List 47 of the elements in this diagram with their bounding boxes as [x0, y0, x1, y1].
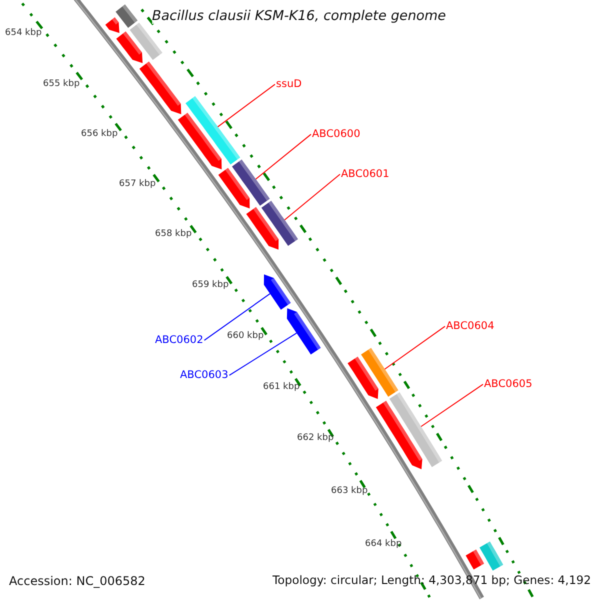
- gene-feature: [376, 400, 422, 470]
- tick-label: 657 kbp: [119, 180, 156, 188]
- gene-block: [116, 4, 138, 28]
- gene-label: ABC0603: [180, 370, 228, 380]
- gene-feature: [246, 207, 279, 250]
- gene-label: ABC0601: [341, 168, 390, 179]
- gene-block: [232, 160, 270, 206]
- tick-label: 658 kbp: [155, 230, 192, 238]
- leader-line: [228, 332, 298, 376]
- gene-feature: [178, 112, 222, 170]
- leader-line: [255, 134, 312, 180]
- tick-label: 655 kbp: [43, 80, 80, 88]
- gene-label: ssuD: [276, 78, 302, 89]
- genome-summary: Topology: circular; Length: 4,303,871 bp; Genes: 4,192: [272, 575, 591, 587]
- leader-line: [217, 84, 276, 128]
- leader-line: [420, 384, 484, 427]
- gene-feature: [105, 17, 120, 33]
- gene-block: [466, 550, 484, 570]
- leader-line: [384, 326, 446, 370]
- gene-label: ABC0605: [484, 378, 532, 389]
- gene-label: ABC0604: [446, 320, 494, 331]
- gene-feature: [218, 168, 250, 208]
- gene-feature: [116, 31, 143, 64]
- gene-label: ABC0602: [155, 334, 204, 345]
- tick-label: 663 kbp: [331, 486, 368, 496]
- gene-block: [480, 542, 504, 571]
- tick-label: 656 kbp: [81, 130, 118, 138]
- tick-label: 654 kbp: [5, 28, 42, 38]
- tick-label: 664 kbp: [365, 540, 402, 548]
- leader-line: [204, 293, 270, 341]
- gene-feature: [264, 274, 291, 310]
- gene-label: ABC0600: [312, 128, 360, 139]
- tick-label: 660 kbp: [227, 332, 264, 340]
- gene-block: [130, 22, 162, 60]
- gene-feature: [139, 62, 182, 114]
- tick-label: 662 kbp: [297, 434, 334, 442]
- gene-block: [389, 392, 442, 468]
- gene-feature: [348, 356, 378, 399]
- tick-label: 659 kbp: [192, 280, 229, 290]
- map-title: Bacillus clausii KSM-K16, complete genome: [152, 10, 446, 24]
- gene-block: [261, 200, 298, 246]
- gene-block: [186, 96, 240, 164]
- accession-text: Accession: NC_006582: [9, 575, 146, 587]
- gene-feature: [286, 308, 321, 354]
- tick-label: 661 kbp: [263, 382, 300, 392]
- gene-block: [361, 348, 398, 397]
- leader-line: [284, 174, 340, 220]
